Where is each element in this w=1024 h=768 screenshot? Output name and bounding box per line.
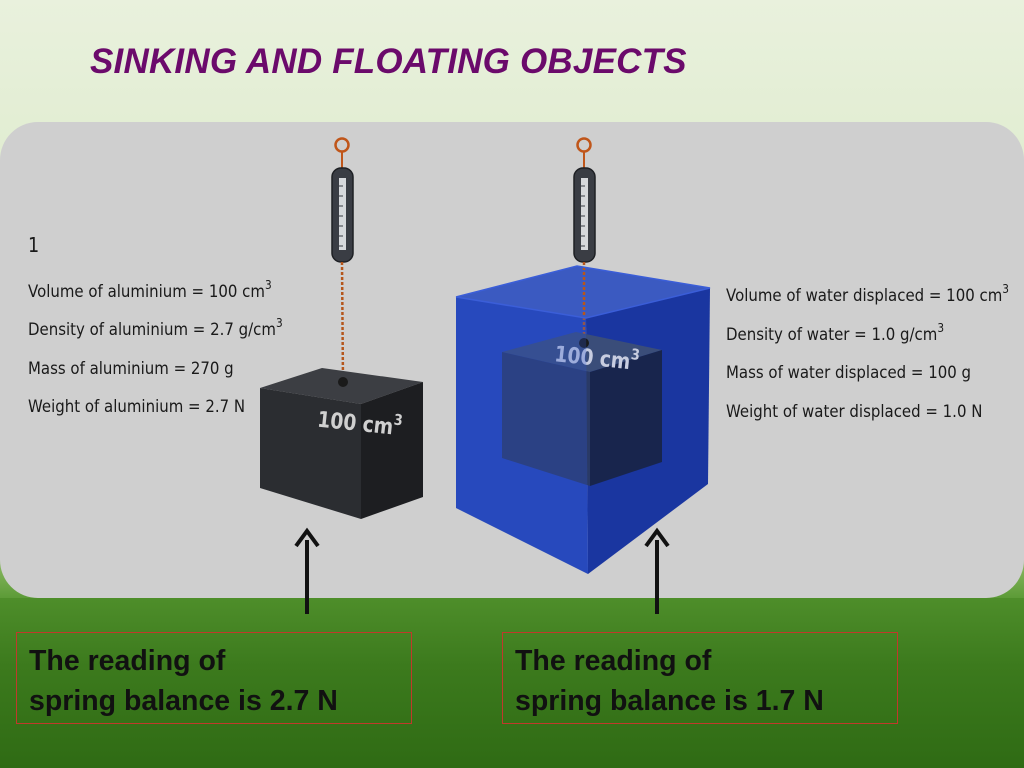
water-info: Volume of water displaced = 100 cm3 Dens… (726, 277, 1009, 431)
left-caption: The reading of spring balance is 2.7 N (16, 632, 412, 724)
left-string (340, 261, 345, 383)
info-line: Density of aluminium = 2.7 g/cm3 (28, 316, 283, 340)
aluminium-cube (260, 368, 423, 519)
submerged-cube (502, 332, 662, 486)
water-tank-edges (455, 265, 711, 319)
info-line: Weight of water displaced = 1.0 N (726, 401, 983, 422)
info-line: Mass of water displaced = 100 g (726, 363, 972, 383)
info-line: Mass of aluminium = 270 g (28, 358, 234, 379)
aluminium-info: 1 Volume of aluminium = 100 cm3 Density … (28, 226, 283, 427)
caption-line: The reading of (29, 645, 226, 677)
caption-line: spring balance is 2.7 N (29, 685, 338, 717)
background-band (0, 598, 1024, 768)
right-arrow (644, 527, 670, 614)
left-arrow (294, 527, 320, 614)
slide-title: SINKING AND FLOATING OBJECTS (90, 42, 687, 81)
right-spring-balance (573, 137, 596, 263)
caption-line: spring balance is 1.7 N (515, 685, 824, 717)
right-caption: The reading of spring balance is 1.7 N (502, 632, 898, 724)
caption-line: The reading of (515, 645, 712, 677)
left-spring-balance (331, 137, 354, 263)
info-line: Density of water = 1.0 g/cm3 (726, 320, 945, 345)
info-line: Weight of aluminium = 2.7 N (28, 397, 246, 417)
water-front-overlay (456, 297, 588, 574)
info-line: Volume of water displaced = 100 cm3 (726, 282, 1010, 306)
diagram-number: 1 (28, 233, 40, 257)
info-line: Volume of aluminium = 100 cm3 (28, 277, 272, 302)
